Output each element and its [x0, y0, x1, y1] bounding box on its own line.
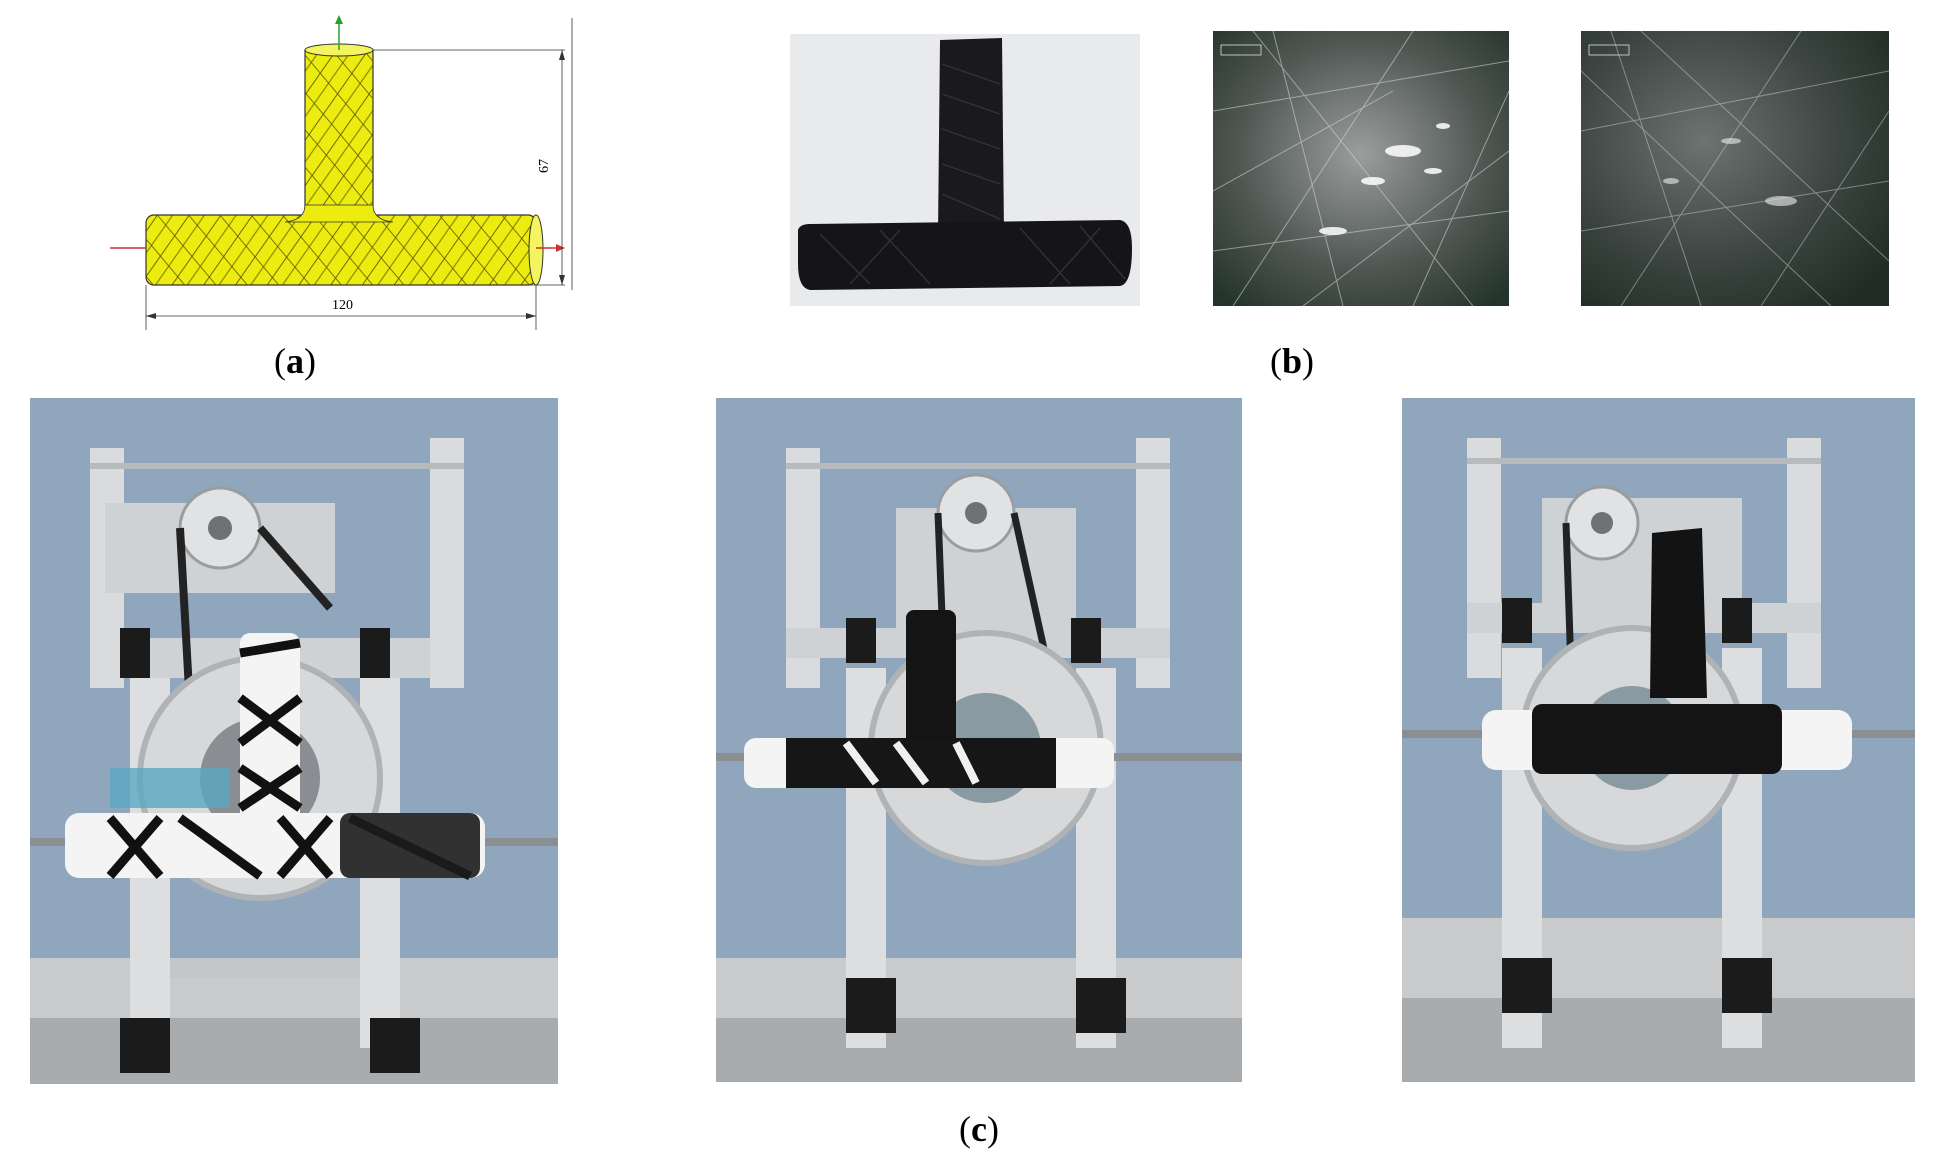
panel-c-photo-stage-3: [1402, 398, 1915, 1082]
panel-b-label: (b): [1269, 341, 1315, 381]
panel-c-photo-stage-1: [30, 398, 558, 1084]
dimension-width-label: 120: [332, 298, 353, 313]
panel-c-letter: c: [971, 1109, 987, 1149]
panel-b-micrograph-1: [1213, 31, 1509, 306]
panel-a-label: (a): [274, 341, 316, 381]
panel-a-letter: a: [286, 341, 304, 381]
panel-c-label: (c): [959, 1109, 999, 1149]
panel-c-photo-stage-2: [716, 398, 1242, 1082]
dimension-height-label: 67: [537, 159, 552, 173]
panel-b-micrograph-2: [1581, 31, 1889, 306]
t-joint-cad-drawing: [100, 15, 573, 330]
panel-b-letter: b: [1281, 341, 1303, 381]
panel-b-photo-tjoint: [790, 34, 1140, 306]
panel-a-cad-model: 67 120: [100, 10, 590, 330]
